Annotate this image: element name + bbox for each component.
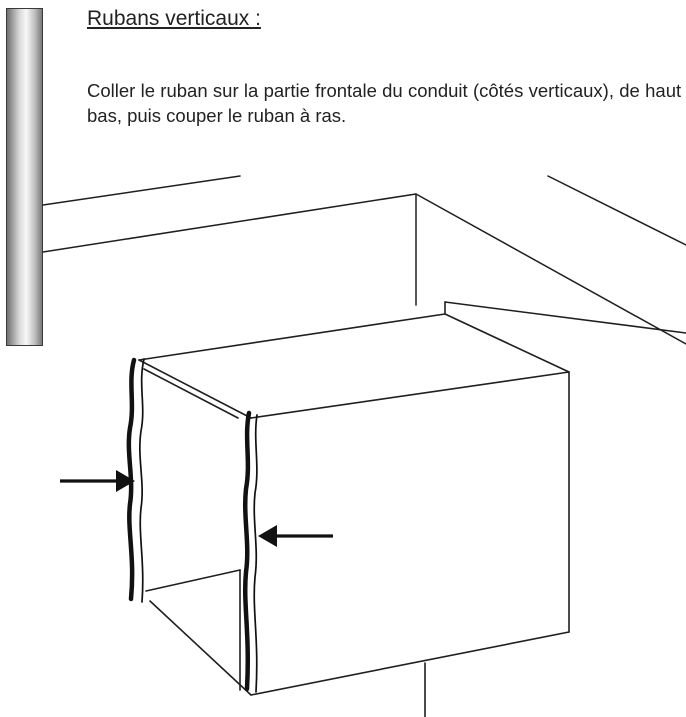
right-tape-strip	[242, 410, 252, 692]
tape-strips	[126, 357, 258, 693]
instruction-text: Coller le ruban sur la partie frontale d…	[87, 80, 686, 126]
section-heading: Rubans verticaux :	[87, 7, 261, 30]
left-tape-strip	[126, 357, 137, 602]
duct-outline	[138, 301, 570, 717]
side-tab-marker	[6, 8, 43, 346]
arrow-right-icon	[60, 470, 135, 492]
wall-and-ceiling	[42, 175, 686, 345]
arrow-left-icon	[258, 525, 333, 547]
